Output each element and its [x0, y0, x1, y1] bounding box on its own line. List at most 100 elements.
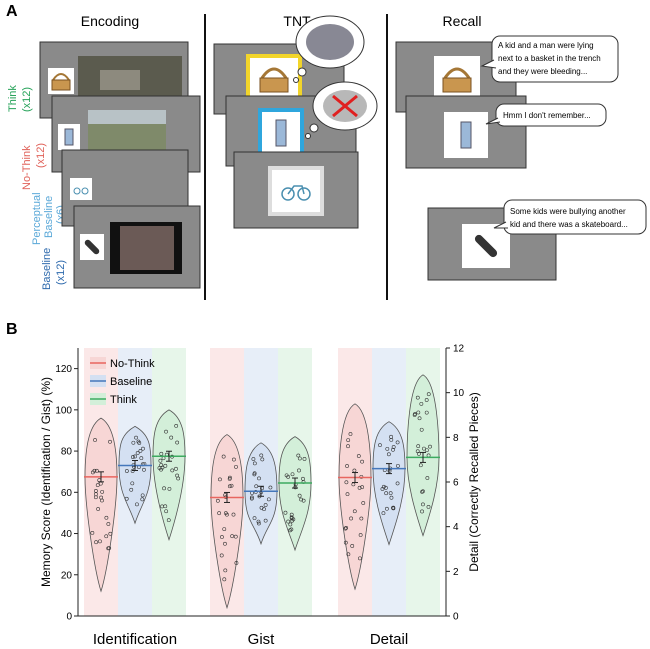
data-point [129, 487, 134, 492]
svg-text:Baseline: Baseline [41, 248, 53, 290]
svg-text:A kid and a man were lying: A kid and a man were lying [498, 41, 594, 50]
data-point [424, 398, 429, 402]
data-point [104, 515, 109, 520]
data-point [140, 497, 145, 502]
data-point [252, 516, 257, 521]
data-point [229, 483, 234, 488]
svg-text:(x12): (x12) [55, 260, 67, 285]
data-point [417, 416, 422, 421]
y-axis-label-right: Detail (Correctly Recalled Pieces) [467, 392, 481, 571]
data-point [422, 446, 426, 451]
data-point [346, 438, 351, 442]
no-think-thought-bubble [305, 81, 378, 139]
legend-label: Baseline [110, 376, 152, 388]
data-point [361, 501, 366, 505]
data-point [219, 553, 224, 558]
x-category-label: Identification [93, 631, 177, 648]
y-tick-label-right: 0 [453, 612, 459, 623]
data-point [92, 468, 97, 473]
data-point [124, 496, 129, 501]
data-point [416, 451, 421, 456]
data-point [297, 493, 302, 498]
x-category-label: Gist [248, 631, 276, 648]
data-point [159, 451, 164, 456]
data-point [259, 453, 264, 458]
data-point [252, 461, 257, 466]
data-point [257, 476, 261, 481]
data-point [388, 491, 393, 496]
data-point [256, 521, 261, 526]
y-tick-label-right: 8 [453, 433, 459, 444]
data-point [130, 469, 135, 473]
legend-label: No-Think [110, 358, 155, 370]
data-point [93, 438, 97, 442]
data-point [263, 503, 268, 507]
data-point [254, 484, 259, 489]
data-point [389, 434, 393, 439]
data-point [420, 489, 425, 494]
data-point [135, 502, 139, 507]
violin-shape [278, 436, 312, 552]
data-point [218, 477, 222, 482]
data-point [424, 410, 429, 415]
y-tick-label-right: 2 [453, 567, 459, 578]
data-point [163, 463, 168, 468]
data-point [166, 518, 171, 523]
skateboard-icon [84, 239, 100, 255]
data-point [94, 492, 98, 497]
data-point [384, 506, 389, 511]
recall-bubble-2: Hmm I don't remember... [485, 103, 607, 127]
data-point [252, 471, 257, 476]
recall-bubble-3: Some kids were bullying another kid and … [493, 199, 647, 235]
data-point [384, 491, 389, 496]
y-tick-label-left: 20 [61, 570, 73, 581]
cellphone-icon [64, 128, 74, 146]
data-point [222, 577, 227, 582]
data-point [426, 505, 431, 509]
data-point [220, 535, 224, 539]
data-point [142, 467, 146, 472]
data-point [350, 544, 355, 548]
svg-text:kid and there was a skateboard: kid and there was a skateboard... [510, 220, 628, 229]
condition-label-baseline: Baseline (x12) [41, 248, 67, 290]
data-point [396, 463, 400, 468]
svg-text:No-Think: No-Think [21, 145, 33, 190]
data-point [424, 448, 429, 453]
data-point [158, 458, 163, 463]
data-point [107, 546, 112, 551]
data-point [106, 522, 111, 526]
svg-text:Perceptual: Perceptual [31, 192, 43, 245]
y-tick-label-left: 80 [61, 447, 73, 458]
data-point [419, 401, 424, 406]
y-tick-label-left: 100 [55, 405, 72, 416]
data-point [296, 453, 301, 458]
data-point [167, 486, 172, 491]
data-point [176, 476, 181, 481]
data-point [357, 485, 362, 490]
data-point [231, 512, 236, 517]
data-point [108, 439, 112, 444]
data-point [383, 485, 388, 490]
data-point [249, 496, 254, 501]
data-point [232, 457, 236, 462]
data-point [389, 495, 394, 500]
data-point [426, 392, 431, 397]
data-point [416, 410, 421, 415]
svg-text:Hmm I don't remember...: Hmm I don't remember... [503, 111, 591, 120]
y-tick-label-right: 4 [453, 522, 459, 533]
data-point [221, 454, 226, 459]
data-point [94, 540, 98, 545]
data-point [420, 509, 424, 514]
data-point [134, 435, 138, 440]
data-point [299, 497, 303, 502]
data-point [217, 511, 222, 516]
data-point [348, 432, 353, 436]
data-point [124, 469, 129, 473]
data-point [162, 486, 166, 491]
data-point [421, 502, 425, 507]
data-point [286, 519, 291, 524]
data-point [251, 457, 256, 461]
data-point [223, 511, 228, 516]
legend-label: Think [110, 394, 137, 406]
